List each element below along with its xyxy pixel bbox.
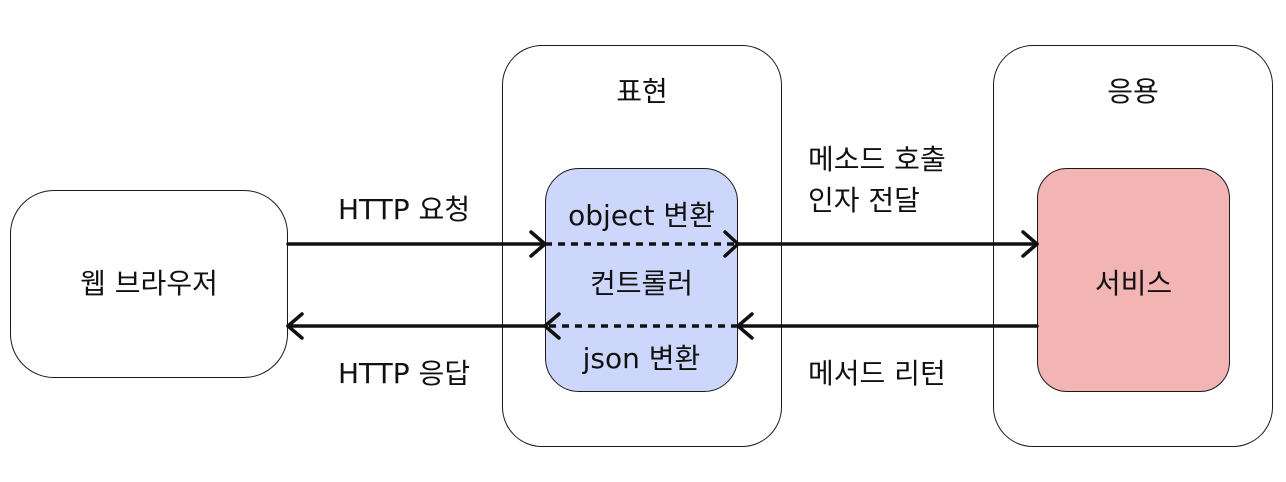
service-node [1037, 168, 1230, 392]
method-return-label: 메서드 리턴 [808, 357, 946, 390]
service-label: 서비스 [1094, 267, 1173, 300]
controller-label: 컨트롤러 [589, 267, 694, 300]
controller-bottom-label: json 변환 [582, 342, 701, 375]
method-call-arrowhead [1021, 230, 1039, 258]
application-title: 응용 [1107, 75, 1159, 108]
http-request-label: HTTP 요청 [338, 193, 471, 226]
http-response-label: HTTP 응답 [338, 357, 471, 390]
controller-node [545, 168, 738, 392]
method-call-label-line1: 메소드 호출 [808, 143, 946, 176]
presentation-title: 표현 [616, 75, 668, 108]
controller-top-label: object 변환 [568, 199, 715, 232]
method-call-label-line2: 인자 전달 [808, 184, 920, 217]
http-response-arrowhead [286, 312, 304, 340]
web-browser-node [10, 190, 288, 378]
browser-label: 웹 브라우저 [80, 267, 218, 300]
